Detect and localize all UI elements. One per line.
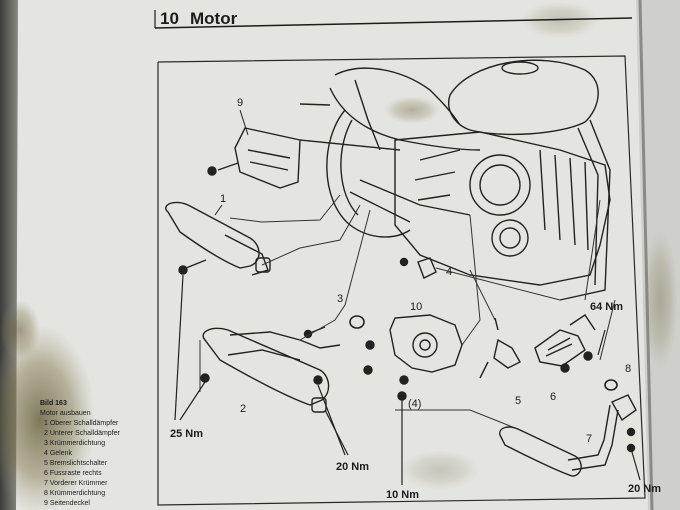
motorcycle-drawing	[299, 59, 611, 301]
caption-item: 1 Oberer Schalldämpfer	[44, 420, 119, 427]
callout-5: 5	[515, 395, 521, 407]
side-cover-part	[207, 127, 401, 189]
callout-6: 6	[550, 391, 556, 403]
torque-leaders	[174, 274, 641, 485]
caption-item: 9 Seitendeckel	[44, 500, 90, 507]
callout-2: 2	[240, 403, 246, 415]
callout-10: 10	[410, 301, 422, 313]
chapter-number: 10	[160, 9, 179, 28]
torque-64nm: 64 Nm	[590, 301, 623, 313]
figure-frame	[157, 55, 646, 506]
caption-item: 8 Krümmerdichtung	[44, 490, 105, 497]
footrest-part	[534, 314, 596, 373]
callout-4-parenthetical: (4)	[408, 398, 421, 410]
callout-1: 1	[220, 193, 226, 205]
caption-item: 5 Bremslichtschalter	[44, 460, 108, 467]
gasket-part-3	[349, 315, 365, 329]
torque-10nm: 10 Nm	[386, 489, 419, 501]
figure-caption: Bild 163 Motor ausbauen 1 Oberer Schalld…	[40, 400, 121, 507]
caption-item: 3 Krümmerdichtung	[44, 440, 105, 447]
caption-figure-label: Bild 163	[40, 400, 67, 407]
callout-4: 4	[446, 266, 452, 278]
header-rule	[154, 17, 633, 29]
callout-8: 8	[625, 363, 631, 375]
torque-labels: 25 Nm 20 Nm 10 Nm 64 Nm 20 Nm	[170, 301, 661, 501]
engine-cover	[469, 154, 531, 216]
torque-20nm-front: 20 Nm	[628, 483, 661, 495]
torque-25nm: 25 Nm	[170, 428, 203, 440]
caption-item: 2 Unterer Schalldämpfer	[44, 430, 121, 437]
callout-numbers: 9 1 2 3 4 5 6 7 8 10 (4)	[214, 97, 631, 445]
front-header-part	[499, 394, 637, 477]
grease-stain	[0, 325, 95, 510]
brake-light-switch-part	[479, 317, 521, 379]
callout-3: 3	[337, 293, 343, 305]
caption-title: Motor ausbauen	[40, 410, 91, 417]
lower-silencer-part	[200, 326, 341, 413]
callout-9: 9	[237, 97, 243, 109]
caption-item: 6 Fussraste rechts	[44, 470, 102, 477]
caption-item: 4 Gelenk	[44, 450, 73, 457]
assembly-lines	[199, 194, 616, 431]
upper-silencer-part	[165, 201, 271, 276]
page-paper	[16, 0, 652, 510]
joint-part	[399, 257, 437, 279]
chapter-title: Motor	[190, 9, 238, 28]
gasket-part-8	[604, 379, 618, 391]
callout-7: 7	[586, 433, 592, 445]
torque-20nm-lower: 20 Nm	[336, 461, 369, 473]
caption-item: 7 Vorderer Krümmer	[44, 480, 108, 487]
